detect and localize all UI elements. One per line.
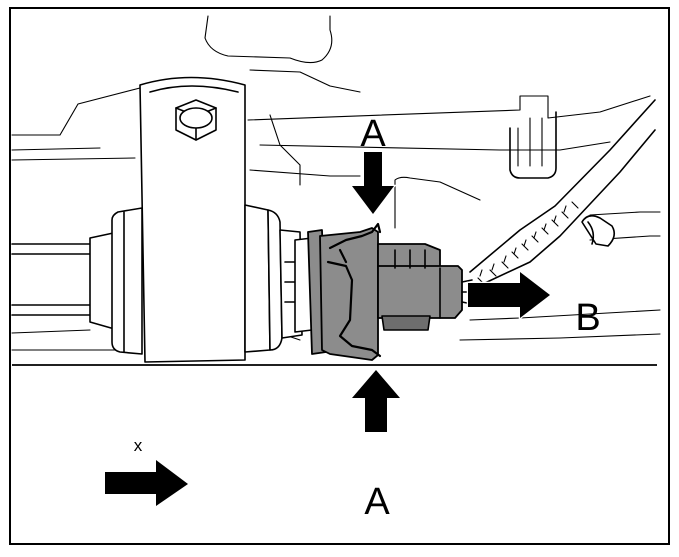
drive-shaft [11,207,143,355]
callout-a-bottom: A [364,481,390,523]
actuator-housing [244,204,313,353]
legend-arrow-icon [103,457,191,509]
mounting-bracket [139,76,246,363]
arrow-down-icon [349,150,397,217]
callout-a-top: A [360,113,386,155]
vehicle-body-background [11,15,661,351]
arrow-right-icon [466,269,553,321]
wiring-harness [469,99,656,291]
callout-b: B [575,297,600,339]
legend-x-label: x [134,436,143,455]
arrow-up-icon [349,368,403,434]
electrical-connector [307,222,473,361]
bolt-head [175,99,217,141]
